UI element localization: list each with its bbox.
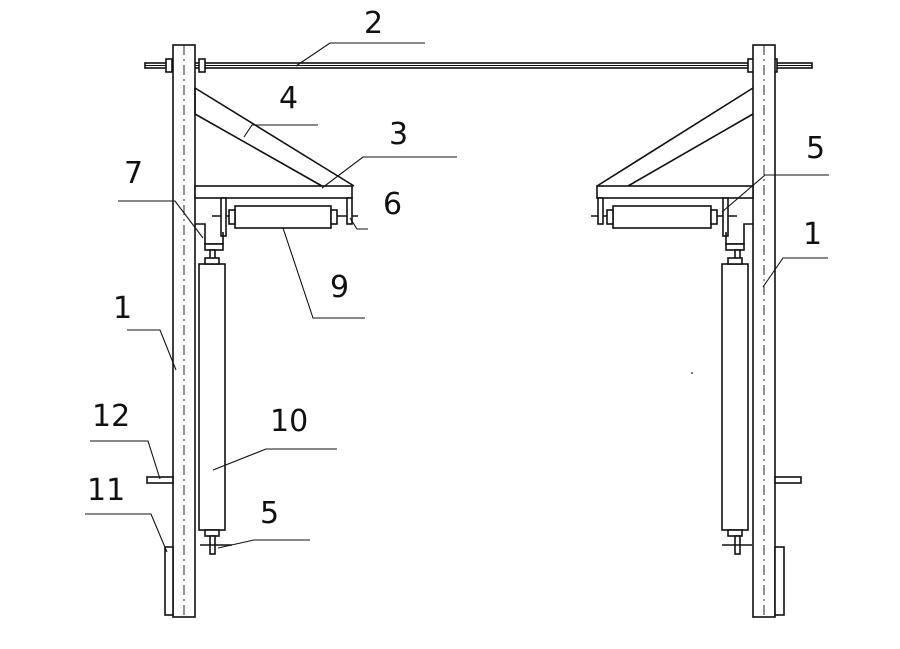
right-bracket	[596, 87, 754, 199]
label-1-right: 1	[803, 217, 822, 252]
label-3: 3	[389, 117, 408, 152]
label-4: 4	[279, 81, 298, 116]
left-column	[172, 44, 196, 618]
label-5-bottom: 5	[260, 496, 279, 531]
left-top-roller-assembly	[195, 197, 358, 251]
label-10: 10	[270, 404, 308, 439]
right-stub-and-foot	[774, 476, 802, 616]
label-11: 11	[87, 473, 125, 508]
label-9: 9	[330, 270, 349, 305]
right-vertical-roller	[721, 249, 752, 555]
speck-mark	[691, 372, 693, 374]
label-5-right: 5	[806, 131, 825, 166]
part-labels: 2 4 3 7 6 5 9 1 1 12 10 11 5	[87, 6, 825, 531]
label-1-left: 1	[113, 291, 132, 326]
left-bracket	[194, 87, 355, 199]
leader-lines	[85, 42, 829, 553]
left-stub-and-foot	[146, 476, 174, 616]
top-beam	[144, 58, 813, 73]
label-7: 7	[124, 156, 143, 191]
label-12: 12	[92, 399, 130, 434]
label-2: 2	[364, 6, 383, 41]
right-column	[752, 44, 776, 618]
left-vertical-roller	[198, 249, 232, 555]
right-top-roller-assembly	[591, 197, 753, 251]
label-6: 6	[383, 187, 402, 222]
